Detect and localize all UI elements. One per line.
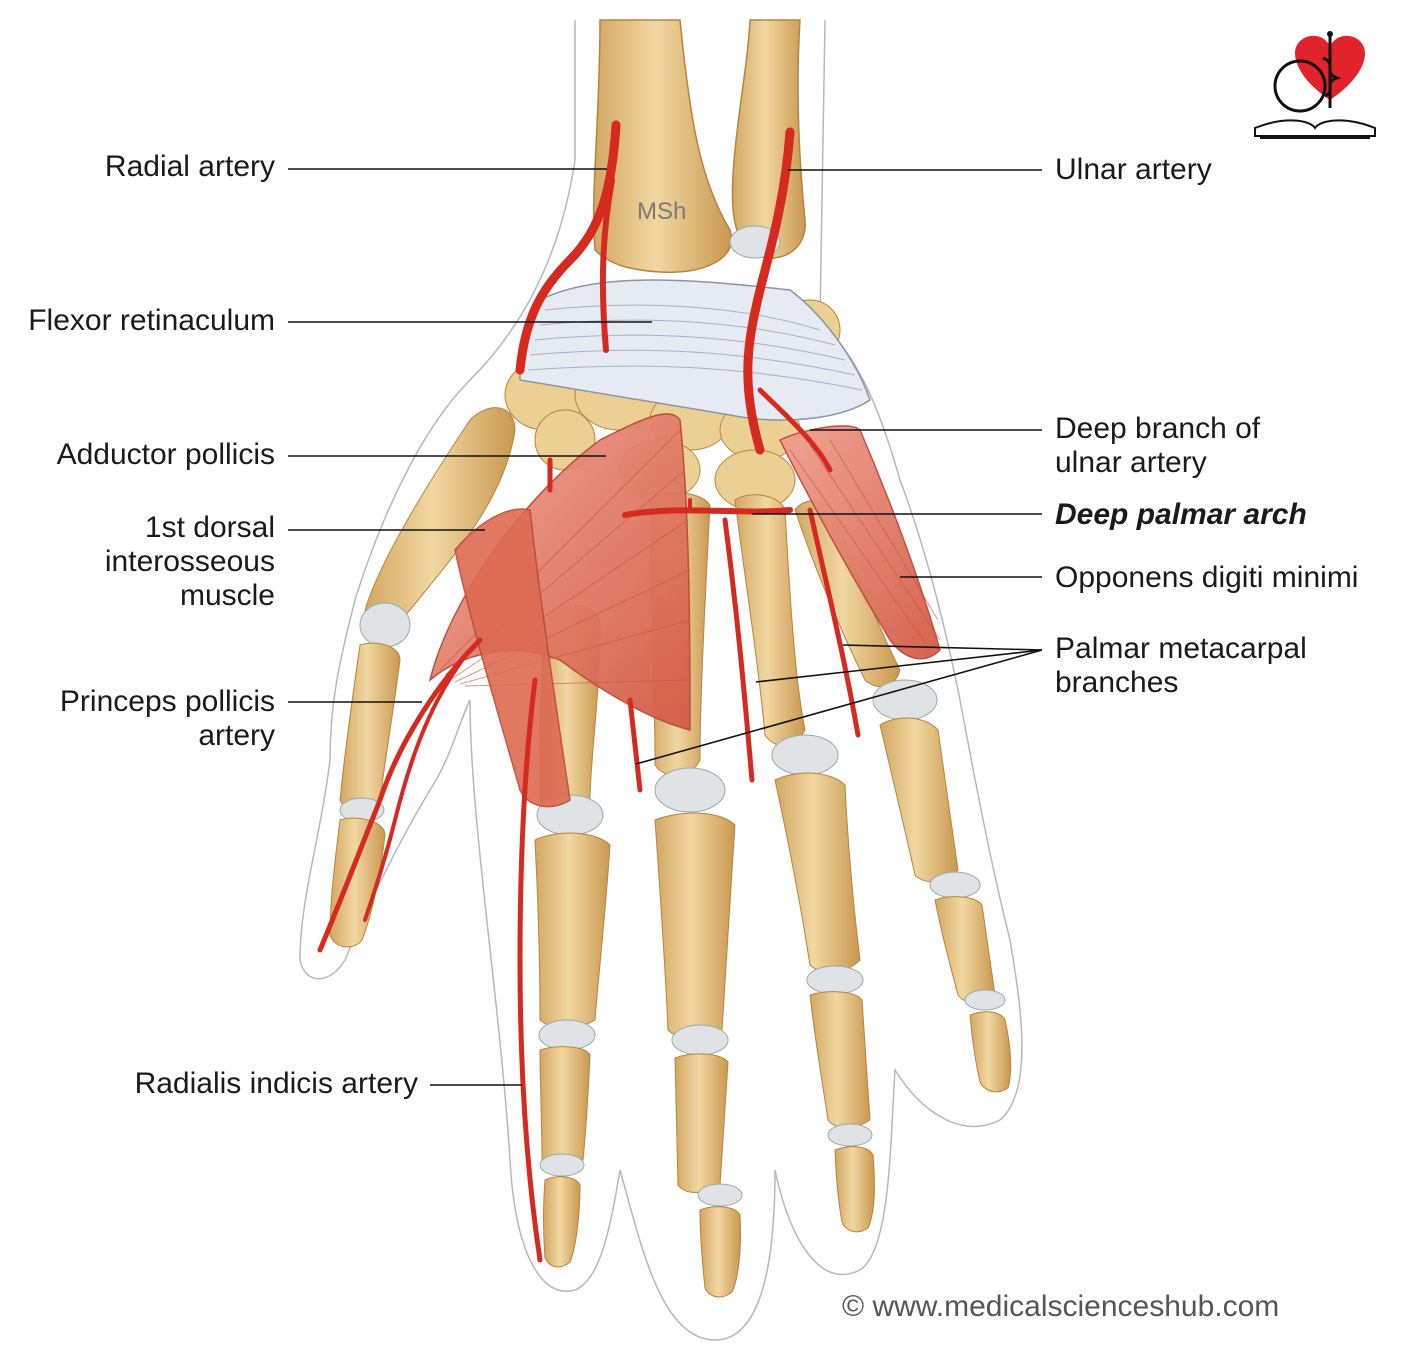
copyright-text: © www.medicalscienceshub.com xyxy=(842,1290,1280,1323)
watermark: MSh xyxy=(637,198,687,225)
ring-finger-bones xyxy=(734,494,875,1233)
label-palmar-meta-2: branches xyxy=(1055,666,1179,699)
deep-palmar-arch-vessel xyxy=(622,507,793,518)
palmar-metacarpal-vessel-2 xyxy=(807,507,861,738)
label-dorsal-3: muscle xyxy=(179,579,275,612)
label-deep-branch-2: ulnar artery xyxy=(1055,446,1207,479)
label-dorsal-1: 1st dorsal xyxy=(144,511,275,544)
first-dorsal-interosseous-muscle xyxy=(454,508,571,808)
label-deep-palmar-arch: Deep palmar arch xyxy=(1055,498,1307,531)
flexor-retinaculum xyxy=(519,279,871,421)
radius-bone xyxy=(592,19,733,274)
arteries xyxy=(317,120,861,1263)
label-dorsal-2: interosseous xyxy=(104,545,275,578)
ulnar-artery-vessel xyxy=(743,127,795,455)
label-princeps-2: artery xyxy=(198,719,275,752)
little-finger-bones xyxy=(794,500,1012,1093)
radial-artery-vessel xyxy=(515,120,621,375)
ulna-bone xyxy=(731,19,806,259)
radialis-indicis-vessel xyxy=(517,677,543,1263)
label-ulnar-artery: Ulnar artery xyxy=(1055,153,1212,186)
label-adductor-pollicis: Adductor pollicis xyxy=(56,438,275,471)
hand-outline xyxy=(299,19,1023,1341)
label-radial-artery: Radial artery xyxy=(104,150,275,183)
deep-branch-vessel xyxy=(757,387,833,473)
label-palmar-meta-1: Palmar metacarpal xyxy=(1055,632,1307,665)
princeps-pollicis-vessel xyxy=(317,637,483,953)
hypothenar-muscle xyxy=(778,425,941,660)
label-radialis-indicis: Radialis indicis artery xyxy=(134,1067,418,1100)
palmar-metacarpal-vessel-1 xyxy=(722,517,755,783)
label-flexor-retinaculum: Flexor retinaculum xyxy=(28,304,275,337)
palmar-metacarpal-vessel-3 xyxy=(627,697,643,793)
thumb-bones xyxy=(329,407,516,948)
logo-icon xyxy=(1254,31,1376,139)
label-princeps-1: Princeps pollicis xyxy=(59,685,275,718)
label-opponens: Opponens digiti minimi xyxy=(1055,561,1359,594)
leader-lines xyxy=(288,168,1043,1086)
label-deep-branch-1: Deep branch of xyxy=(1055,412,1261,445)
